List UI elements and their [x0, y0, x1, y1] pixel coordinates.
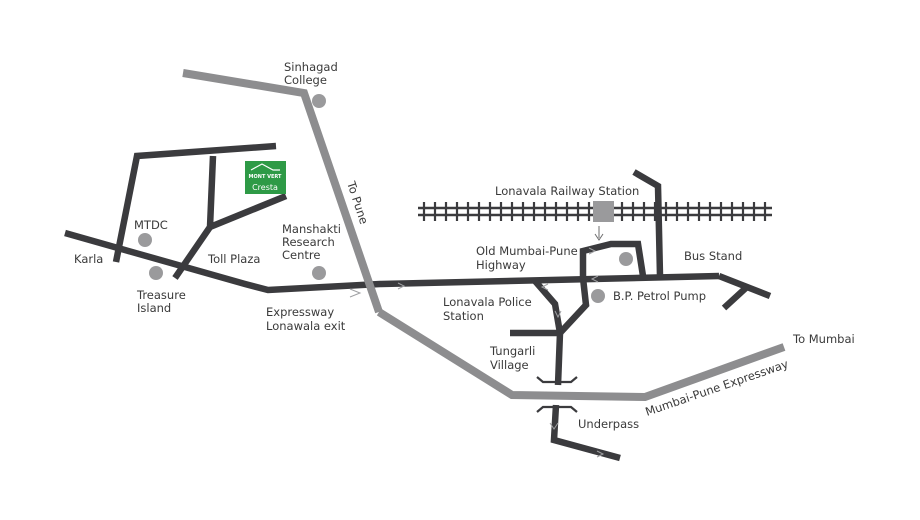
- poi-markers: [138, 94, 633, 303]
- treasure-island-label-1: Treasure: [136, 288, 186, 302]
- direction-arrows: [349, 247, 605, 458]
- cresta-project-marker: MONT VERT Cresta: [245, 161, 286, 194]
- railway-line: [418, 201, 772, 241]
- project-logo-text: MONT VERT: [249, 174, 282, 180]
- road-tungarli: [510, 329, 564, 386]
- highways: [182, 69, 786, 402]
- mtdc-label: MTDC: [134, 218, 168, 232]
- expressway-exit-label-1: Expressway: [266, 305, 334, 319]
- underpass-label: Underpass: [578, 417, 639, 431]
- road-mtdc-loop: [112, 142, 277, 263]
- road-underpass-south: [550, 404, 621, 462]
- to-mumbai-label: To Mumbai: [792, 332, 855, 346]
- road-cresta-link: [208, 192, 288, 231]
- expressway-exit-label-2: Lonawala exit: [266, 319, 346, 333]
- road-bus-stand: [632, 169, 664, 277]
- manshakti-label-3: Centre: [282, 248, 320, 262]
- map-labels: Sinhagad College To Pune Lonavala Railwa…: [74, 60, 855, 431]
- tungarli-label-1: Tungarli: [489, 344, 535, 358]
- treasure-island-marker: [149, 266, 163, 280]
- sinhagad-college-marker: [312, 94, 326, 108]
- manshakti-label-1: Manshakti: [282, 222, 341, 236]
- treasure-island-label-2: Island: [137, 301, 171, 315]
- railway-station-label: Lonavala Railway Station: [495, 184, 639, 198]
- manshakti-marker: [312, 266, 326, 280]
- railway-station-marker: [593, 201, 614, 222]
- expressway-mumbai-pune: [376, 308, 786, 402]
- old-highway-marker: [619, 252, 633, 266]
- karla-label: Karla: [74, 252, 103, 266]
- toll-plaza-label: Toll Plaza: [207, 252, 260, 266]
- sinhagad-label-2: College: [284, 73, 327, 87]
- sinhagad-label-1: Sinhagad: [284, 60, 338, 74]
- project-name: Cresta: [252, 183, 278, 192]
- police-station-label-2: Station: [443, 309, 484, 323]
- underpass-bridge: [536, 376, 578, 413]
- road-east-spur: [721, 283, 751, 311]
- bus-stand-label: Bus Stand: [684, 249, 742, 263]
- petrol-pump-marker: [591, 289, 605, 303]
- station-pointer-arrowhead: [594, 233, 604, 241]
- police-station-label-1: Lonavala Police: [443, 295, 532, 309]
- railway-ties: [422, 202, 767, 221]
- mtdc-marker: [138, 233, 152, 247]
- house-roof-icon: [250, 163, 280, 171]
- old-highway-label-2: Highway: [476, 258, 526, 272]
- manshakti-label-2: Research: [282, 235, 335, 249]
- tungarli-label-2: Village: [490, 358, 529, 372]
- road-to-pune: [182, 69, 383, 314]
- road-old-highway-loop: [579, 240, 647, 278]
- old-highway-label-1: Old Mumbai-Pune: [476, 244, 578, 258]
- petrol-pump-label: B.P. Petrol Pump: [613, 289, 706, 303]
